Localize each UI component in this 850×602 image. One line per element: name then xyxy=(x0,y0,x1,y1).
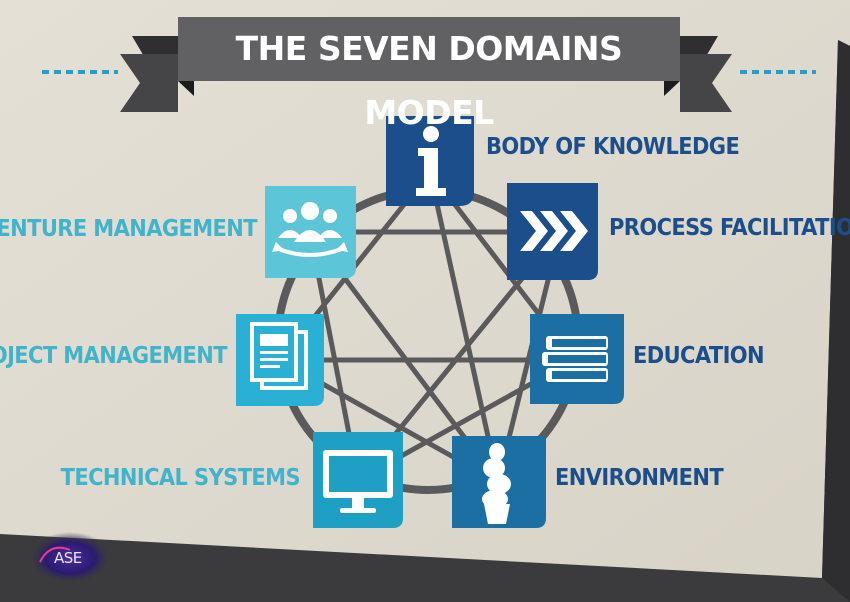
team-icon xyxy=(272,202,348,257)
chevrons-forward-icon xyxy=(520,211,588,251)
ase-logo: ASE xyxy=(54,549,82,567)
tile-process-facilitation[interactable] xyxy=(507,183,598,280)
tile-body-of-knowledge[interactable] xyxy=(386,116,474,206)
label-technical-systems: TECHNICAL SYSTEMS xyxy=(60,463,301,491)
page-title: THE SEVEN DOMAINS MODEL xyxy=(235,29,623,132)
books-icon xyxy=(542,336,608,382)
title-banner xyxy=(42,17,816,112)
paper-sheet xyxy=(0,0,850,578)
tile-technical-systems[interactable] xyxy=(313,432,403,528)
connection-line xyxy=(427,169,501,485)
documents-icon xyxy=(250,322,308,390)
label-body-of-knowledge: BODY OF KNOWLEDGE xyxy=(486,132,740,160)
label-project-management: PROJECT MANAGEMENT xyxy=(0,341,228,369)
tile-project-management[interactable] xyxy=(236,314,324,406)
label-process-facilitation: PROCESS FACILITATION xyxy=(609,213,850,241)
tile-venture-management[interactable] xyxy=(265,186,356,278)
tile-education[interactable] xyxy=(530,314,624,404)
label-education: EDUCATION xyxy=(633,341,765,369)
label-venture-management: VENTURE MANAGEMENT xyxy=(0,214,258,242)
plant-icon xyxy=(482,443,511,524)
ase-logo-glow xyxy=(28,532,112,584)
tile-environment[interactable] xyxy=(452,436,546,528)
label-environment: ENVIRONMENT xyxy=(555,463,724,491)
info-icon xyxy=(416,126,446,196)
monitor-icon xyxy=(323,450,393,513)
